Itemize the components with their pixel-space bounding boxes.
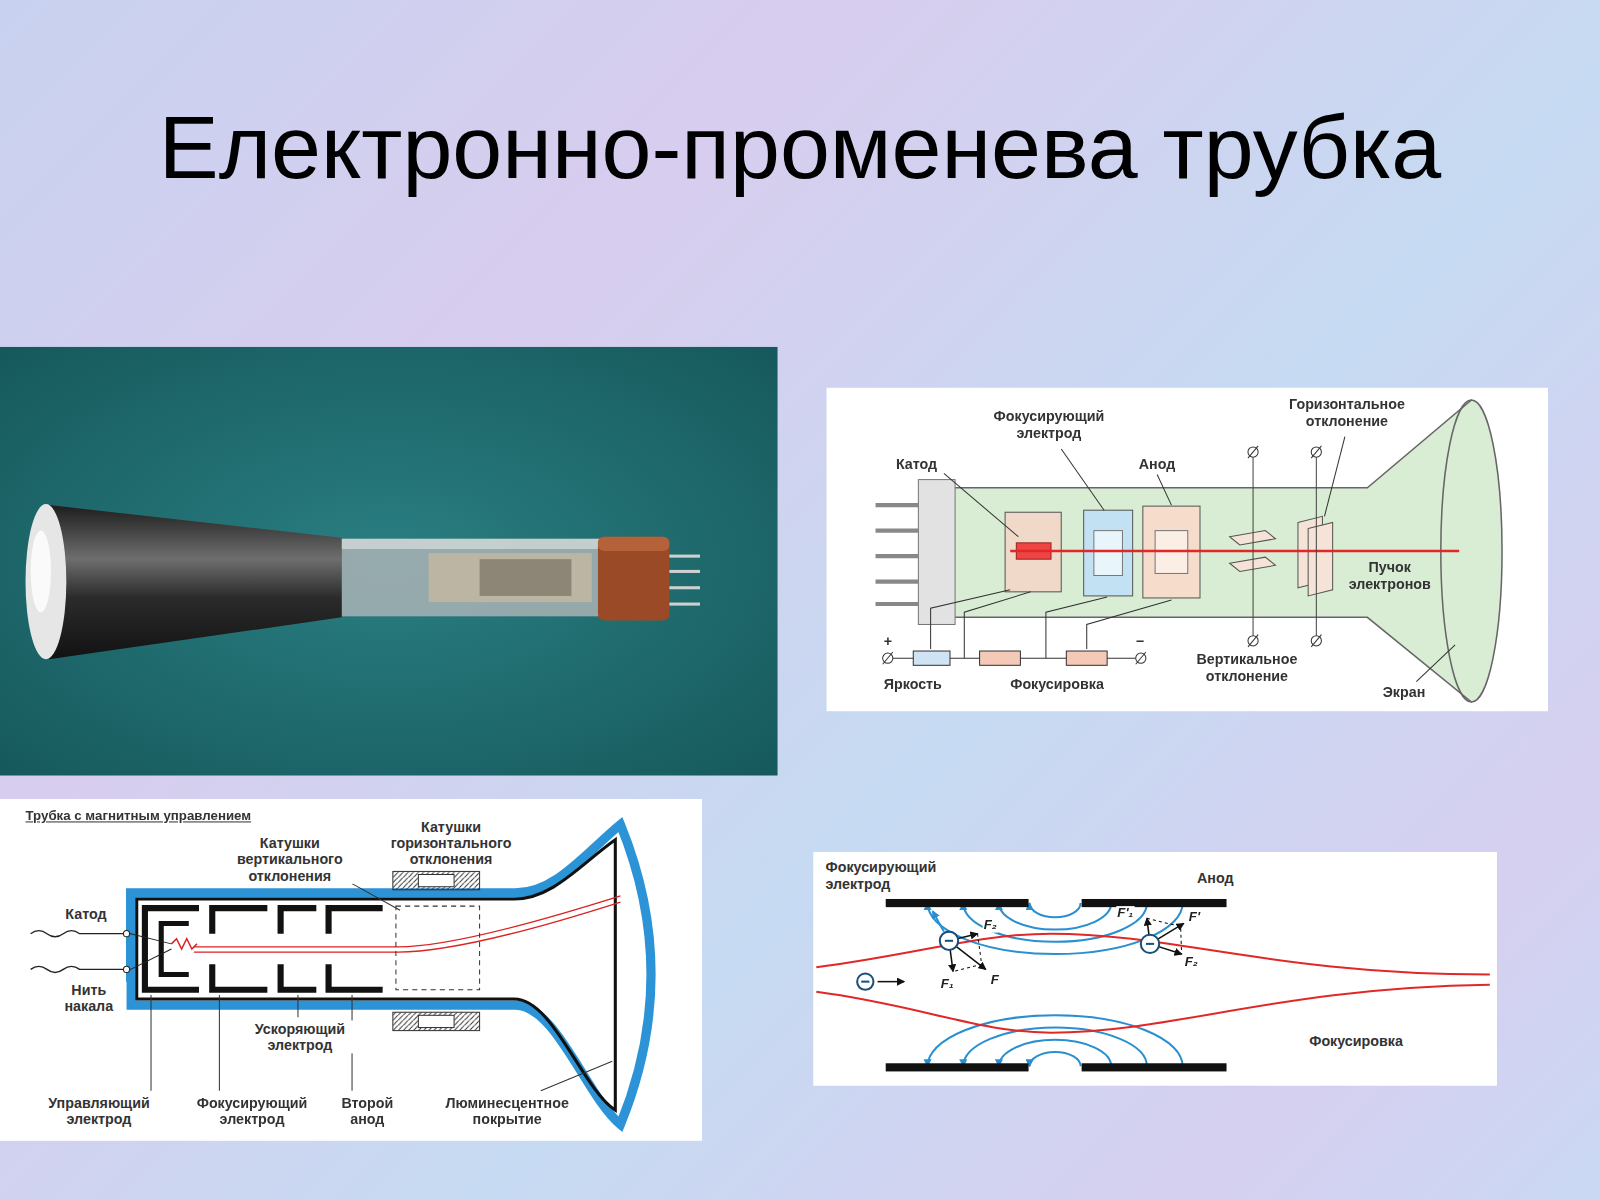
- part-label: Катушки вертикального отклонения: [224, 835, 356, 884]
- part-label: F₂: [983, 917, 998, 932]
- part-label: Управляющий электрод: [38, 1095, 159, 1128]
- part-label: Фокусировка: [1010, 676, 1104, 692]
- part-label: Горизонтальное отклонение: [1276, 396, 1419, 429]
- part-label: +: [884, 633, 892, 649]
- part-label: Фокусирующий электрод: [978, 408, 1121, 441]
- part-label: Фокусирующий электрод: [824, 859, 969, 892]
- part-label: Люминесцентное покрытие: [434, 1095, 581, 1128]
- tube-photo: [0, 347, 778, 776]
- part-label: Фокусирующий электрод: [184, 1095, 321, 1128]
- part-label: Второй анод: [330, 1095, 406, 1128]
- part-label: Анод: [1139, 456, 1176, 472]
- part-label: Катушки горизонтального отклонения: [378, 818, 525, 867]
- part-label: Экран: [1383, 684, 1426, 700]
- part-label: −: [1136, 633, 1144, 649]
- part-label: Нить накала: [51, 982, 127, 1015]
- part-label: F'₁: [1116, 906, 1134, 921]
- part-label: F₂: [1184, 955, 1199, 970]
- part-label: Катод: [896, 456, 937, 472]
- part-label: F: [990, 972, 1000, 987]
- part-label: Вертикальное отклонение: [1181, 651, 1314, 684]
- part-label: Трубка с магнитным управлением: [26, 809, 252, 824]
- focusing-field: [813, 852, 1497, 1086]
- part-label: F': [1188, 910, 1201, 925]
- part-label: Яркость: [884, 676, 942, 692]
- crt-cutaway: [827, 388, 1548, 711]
- part-label: Анод: [1196, 869, 1235, 885]
- part-label: Фокусировка: [1308, 1033, 1404, 1049]
- part-label: Катод: [63, 906, 108, 922]
- part-label: Ускоряющий электрод: [242, 1020, 358, 1053]
- part-label: Пучок электронов: [1339, 559, 1441, 592]
- part-label: F₁: [940, 977, 955, 992]
- slide-title: Електронно-променева трубка: [0, 102, 1600, 192]
- magnetic-crt: [0, 799, 702, 1141]
